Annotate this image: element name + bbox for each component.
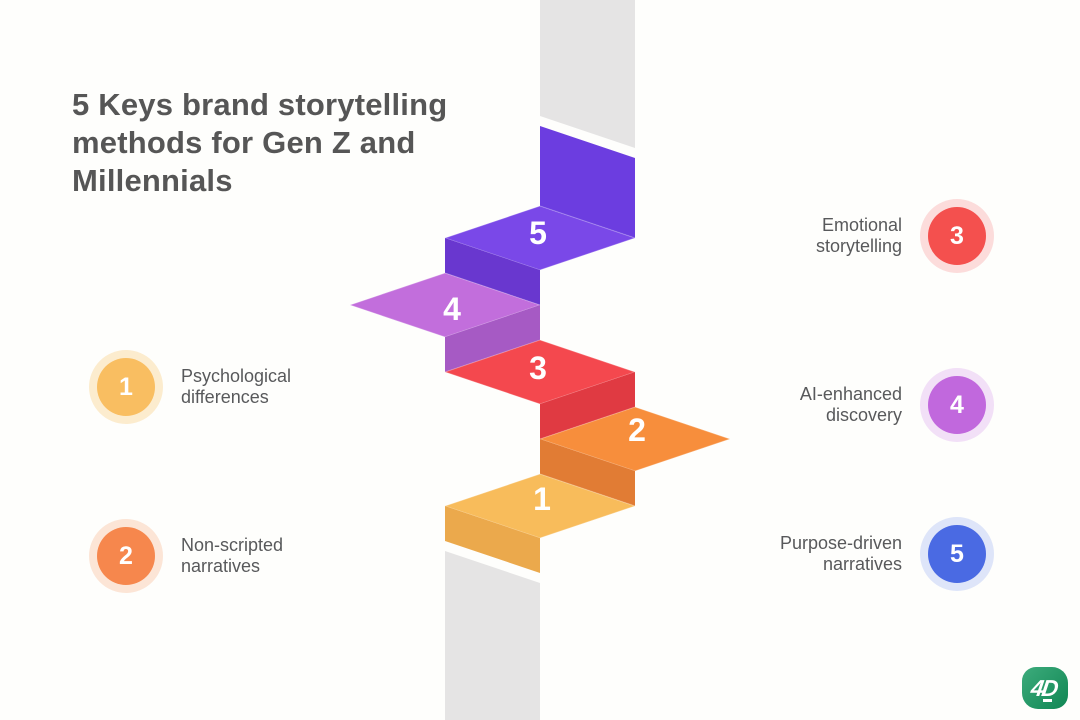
legend-label: Psychological differences <box>181 365 292 408</box>
legend-label: Non-scripted narratives <box>181 534 284 577</box>
badge-number: 1 <box>97 358 155 416</box>
legend-item-emotional-storytelling: 3 Emotional storytelling <box>816 199 994 273</box>
legend-item-ai-enhanced-discovery: 4 AI-enhanced discovery <box>800 368 994 442</box>
step-3-front-riser <box>540 372 635 439</box>
number-badge-5: 5 <box>920 517 994 591</box>
step-2-front-riser <box>540 439 635 506</box>
legend-label: Purpose-driven narratives <box>779 532 902 575</box>
badge-number: 2 <box>97 527 155 585</box>
number-badge-3: 3 <box>920 199 994 273</box>
legend-item-psychological-differences: 1 Psychological differences <box>89 350 291 424</box>
step-4-front-riser <box>445 305 540 372</box>
number-badge-4: 4 <box>920 368 994 442</box>
badge-number: 4 <box>928 376 986 434</box>
step-5-front-riser <box>445 238 540 305</box>
step-1-number: 1 <box>533 481 551 517</box>
legend-label: AI-enhanced discovery <box>799 383 902 426</box>
legend-label: Emotional storytelling <box>815 214 902 257</box>
ribbon-top-bar <box>540 0 635 148</box>
step-2-number: 2 <box>628 412 646 448</box>
brand-logo: 4D <box>1022 667 1068 709</box>
step-3-number: 3 <box>529 350 547 386</box>
step-4-number: 4 <box>443 291 461 327</box>
step-5-rear-riser <box>540 126 635 238</box>
step-5-number: 5 <box>529 215 547 251</box>
legend-item-non-scripted-narratives: 2 Non-scripted narratives <box>89 519 283 593</box>
legend-item-purpose-driven-narratives: 5 Purpose-driven narratives <box>780 517 994 591</box>
logo-notch <box>1043 699 1052 702</box>
ribbon-bottom-bar <box>445 551 540 720</box>
badge-number: 3 <box>928 207 986 265</box>
badge-number: 5 <box>928 525 986 583</box>
number-badge-2: 2 <box>89 519 163 593</box>
step-1-front-riser <box>445 506 540 573</box>
number-badge-1: 1 <box>89 350 163 424</box>
logo-text: 4D <box>1029 674 1059 701</box>
page-title: 5 Keys brand storytelling methods for Ge… <box>72 87 448 198</box>
